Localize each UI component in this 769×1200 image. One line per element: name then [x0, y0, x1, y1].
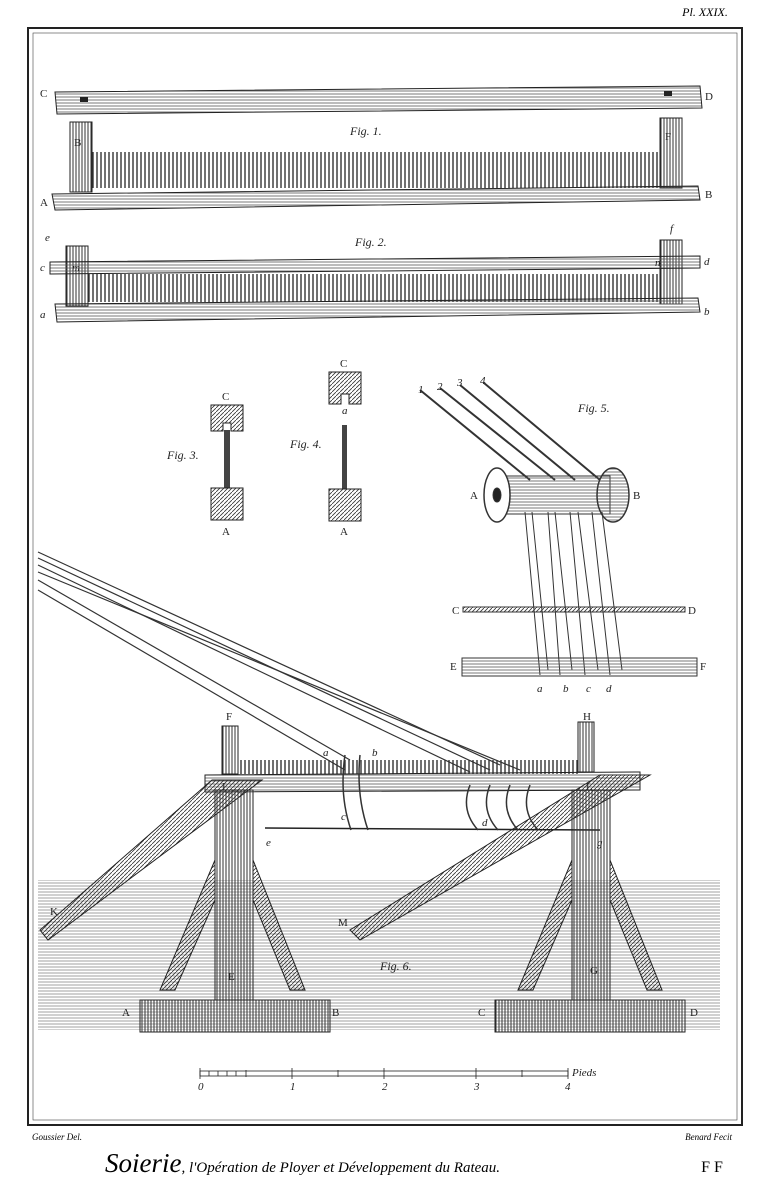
fig2-label: a: [40, 309, 46, 321]
scale-bar: Pieds 0 1 2 3 4: [198, 1067, 596, 1093]
figure-3: C A Fig. 3.: [166, 391, 244, 538]
fig4-caption: Fig. 4.: [289, 437, 322, 451]
fig4-label: a: [342, 405, 348, 417]
fig1-label: A: [40, 197, 48, 209]
fig6-label: K: [50, 906, 58, 918]
fig2-label: c: [40, 262, 45, 274]
fig6-label: I: [222, 781, 226, 793]
fig6-label: L: [586, 781, 593, 793]
fig6-label: E: [228, 971, 235, 983]
fig5-label: 1: [418, 384, 424, 396]
fig6-label: g: [597, 837, 603, 849]
fig5-label: c: [586, 683, 591, 695]
fig1-label: D: [705, 91, 713, 103]
fig5-label: 3: [456, 377, 463, 389]
fig2-label: m: [72, 262, 80, 274]
fig6-label: a: [323, 747, 329, 759]
fig1-label: C: [40, 88, 47, 100]
figure-2: e f c d a b m n Fig. 2.: [40, 223, 710, 323]
fig5-label: a: [537, 683, 543, 695]
credit-drawn-by: Goussier Del.: [32, 1132, 82, 1142]
fig5-label: F: [700, 661, 706, 673]
plate-number: Pl. XXIX.: [681, 5, 728, 19]
fig6-label: G: [590, 965, 598, 977]
fig6-label: d: [482, 817, 488, 829]
scale-tick: 0: [198, 1081, 204, 1093]
fig2-label: d: [704, 256, 710, 268]
figure-1: C D B F A B Fig. 1.: [40, 85, 713, 211]
fig4-label: C: [340, 358, 347, 370]
fig1-caption: Fig. 1.: [349, 124, 382, 138]
fig5-caption: Fig. 5.: [577, 401, 610, 415]
fig5-label: 2: [437, 381, 443, 393]
fig6-label: D: [690, 1007, 698, 1019]
scale-tick: 2: [382, 1081, 388, 1093]
fig2-label: e: [45, 232, 50, 244]
fig3-caption: Fig. 3.: [166, 448, 199, 462]
fig6-label: B: [332, 1007, 339, 1019]
fig2-label: f: [670, 223, 675, 235]
plate-title: Soierie, l'Opération de Ployer et Dévelo…: [105, 1148, 500, 1178]
fig6-caption: Fig. 6.: [379, 959, 412, 973]
fig1-label: B: [705, 189, 712, 201]
fig5-label: C: [452, 605, 459, 617]
fig5-label: b: [563, 683, 569, 695]
scale-unit: Pieds: [571, 1067, 596, 1079]
title-subtitle: , l'Opération de Ployer et Développement…: [181, 1160, 500, 1176]
fig2-label: b: [704, 306, 710, 318]
credit-engraved-by: Benard Fecit: [685, 1132, 732, 1142]
fig5-label: A: [470, 490, 478, 502]
fig4-label: A: [340, 526, 348, 538]
fig6-label: A: [122, 1007, 130, 1019]
plate-signature: F F: [701, 1159, 723, 1176]
fig6-label: F: [226, 711, 232, 723]
fig3-label: C: [222, 391, 229, 403]
fig6-label: C: [478, 1007, 485, 1019]
title-main: Soierie: [105, 1148, 181, 1178]
fig3-label: A: [222, 526, 230, 538]
figure-5: 1 2 3 4 A B C D E F a b c d Fig. 5.: [418, 375, 706, 695]
figure-4: C a A Fig. 4.: [289, 358, 362, 538]
fig5-label: B: [633, 490, 640, 502]
fig6-label: b: [372, 747, 378, 759]
fig5-label: E: [450, 661, 457, 673]
fig2-label: n: [655, 257, 661, 269]
fig6-label: e: [266, 837, 271, 849]
scale-tick: 1: [290, 1081, 296, 1093]
fig5-label: 4: [480, 375, 486, 387]
plate-inner-border: [32, 32, 738, 1121]
figure-6: F H I L a b c d e g K M E G A B C D Fig.…: [37, 551, 720, 1033]
fig1-label: B: [74, 137, 81, 149]
fig5-label: d: [606, 683, 612, 695]
fig2-caption: Fig. 2.: [354, 235, 387, 249]
fig1-label: F: [665, 131, 671, 143]
fig6-label: H: [583, 711, 591, 723]
fig6-label: c: [341, 811, 346, 823]
plate-border: [27, 27, 743, 1126]
scale-tick: 3: [473, 1081, 480, 1093]
scale-tick: 4: [565, 1081, 571, 1093]
fig5-label: D: [688, 605, 696, 617]
fig6-label: M: [338, 917, 348, 929]
